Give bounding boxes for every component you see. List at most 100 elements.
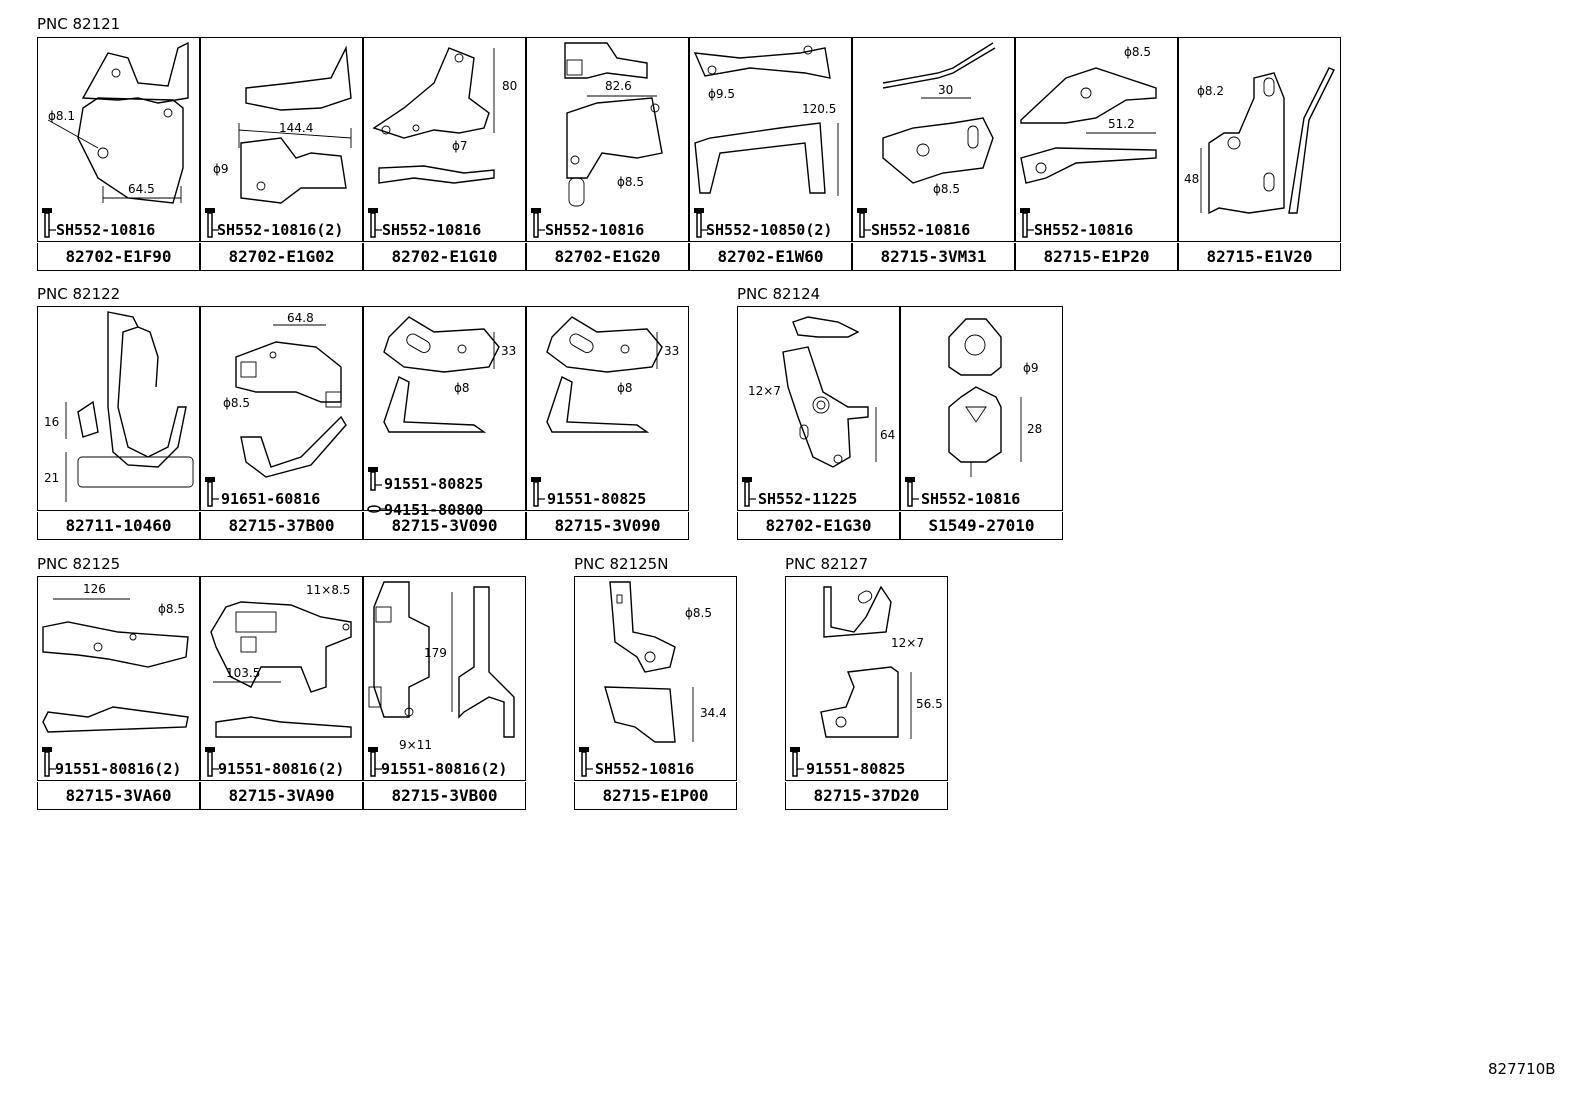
bolt-icon: SH552-10816	[42, 208, 155, 239]
dim-label: 28	[1027, 422, 1042, 436]
dim-label: ϕ8.5	[685, 606, 712, 620]
pnc-82122-title: PNC 82122	[37, 285, 121, 303]
bolt-part-number: 91551-80816(2)	[218, 760, 344, 778]
dim-label: 103.5	[226, 666, 260, 680]
part-number[interactable]: 82702-E1G02	[200, 243, 363, 271]
dim-label: 120.5	[802, 102, 836, 116]
bracket-drawing: 80 ϕ7	[372, 47, 517, 184]
dim-label: 80	[502, 79, 517, 93]
bolt-icon: 91651-60816	[205, 477, 320, 508]
dim-label: 9×11	[399, 738, 432, 752]
bolt-part-number: SH552-11225	[758, 490, 857, 508]
part-cell[interactable]: ϕ8.1 64.5 SH552-10816 82702-E1F90	[37, 37, 200, 271]
bolt-part-number: SH552-10816	[1034, 221, 1133, 239]
bracket-drawing: 64.8 ϕ8.5	[223, 311, 347, 478]
part-number[interactable]: 82715-3V090	[363, 512, 526, 540]
bracket-drawing: 16 21	[44, 311, 194, 502]
bolt-icon: 91551-80825	[790, 747, 905, 778]
part-number[interactable]: 82711-10460	[37, 512, 200, 540]
dim-label: ϕ8	[617, 381, 633, 395]
part-number[interactable]: 82702-E1F90	[37, 243, 200, 271]
part-cell[interactable]: 16 21 82711-10460	[37, 306, 200, 540]
bolt-icon: 91551-80825	[531, 477, 646, 508]
bolt-icon: SH552-10816	[905, 477, 1020, 508]
bracket-drawing: 33 ϕ8	[546, 316, 679, 433]
dim-label: ϕ8.5	[158, 602, 185, 616]
bolt-icon: SH552-10816	[1020, 208, 1133, 239]
part-cell[interactable]: 30 ϕ8.5 SH552-10816 82715-3VM31	[852, 37, 1015, 271]
bolt-icon: SH552-10816	[531, 208, 644, 239]
bracket-drawing: ϕ8.2 48	[1184, 67, 1335, 215]
part-number[interactable]: 82715-3VB00	[363, 782, 526, 810]
part-cell[interactable]: ϕ9.5 120.5 SH552-10850(2) 82702-E1W60	[689, 37, 852, 271]
part-cell[interactable]: 64.8 ϕ8.5 91651-60816 82715-37B00	[200, 306, 363, 540]
dim-label: 33	[501, 344, 516, 358]
bracket-drawing: 126 ϕ8.5	[42, 582, 189, 733]
part-number[interactable]: 82715-E1V20	[1178, 243, 1341, 271]
part-number[interactable]: 82702-E1G20	[526, 243, 689, 271]
part-number[interactable]: 82715-3VM31	[852, 243, 1015, 271]
part-cell[interactable]: 33 ϕ8 91551-80825 94151-80800 82715-3V09…	[363, 306, 526, 540]
dim-label: 34.4	[700, 706, 727, 720]
part-cell[interactable]: 126 ϕ8.5 91551-80816(2) 82715-3VA60	[37, 576, 200, 810]
part-cell[interactable]: ϕ8.5 51.2 SH552-10816 82715-E1P20	[1015, 37, 1178, 271]
dim-label: 12×7	[891, 636, 924, 650]
dim-label: 179	[424, 646, 447, 660]
part-number[interactable]: 82702-E1W60	[689, 243, 852, 271]
bolt-icon: SH552-10816(2)	[205, 208, 343, 239]
bracket-drawing: 30 ϕ8.5	[882, 42, 996, 196]
dim-label: 48	[1184, 172, 1199, 186]
part-cell[interactable]: 144.4 ϕ9 SH552-10816(2) 82702-E1G02	[200, 37, 363, 271]
dim-label: ϕ9	[213, 162, 229, 176]
bolt-part-number: SH552-10816	[871, 221, 970, 239]
part-number[interactable]: 82715-E1P00	[574, 782, 737, 810]
part-cell[interactable]: 12×7 64 SH552-11225 82702-E1G30	[737, 306, 900, 540]
part-cell[interactable]: ϕ8.5 34.4 SH552-10816 82715-E1P00	[574, 576, 737, 810]
part-number[interactable]: 82715-3VA90	[200, 782, 363, 810]
bracket-drawing: ϕ8.1 64.5	[47, 41, 189, 204]
dim-label: 33	[664, 344, 679, 358]
dim-label: 64.5	[128, 182, 155, 196]
dim-label: ϕ9	[1023, 361, 1039, 375]
part-number[interactable]: 82715-37D20	[785, 782, 948, 810]
dim-label: ϕ8.5	[617, 175, 644, 189]
part-cell[interactable]: 11×8.5 103.5 91551-80816(2) 82715-3VA90	[200, 576, 363, 810]
part-number[interactable]: 82715-E1P20	[1015, 243, 1178, 271]
part-number[interactable]: 82702-E1G10	[363, 243, 526, 271]
pnc-82125-title: PNC 82125	[37, 555, 121, 573]
bracket-drawing: 179 9×11	[368, 581, 515, 752]
bolt-part-number: 91551-80825	[547, 490, 646, 508]
part-cell[interactable]: 12×7 56.5 91551-80825 82715-37D20	[785, 576, 948, 810]
part-cell[interactable]: ϕ8.2 48 82715-E1V20	[1178, 37, 1341, 271]
bolt-part-number: SH552-10816	[921, 490, 1020, 508]
bolt-icon: 91551-80816(2)	[368, 747, 507, 778]
bolt-icon: SH552-10816	[368, 208, 481, 239]
bolt-part-number: 94151-80800	[384, 501, 483, 519]
pnc-82124-title: PNC 82124	[737, 285, 821, 303]
bolt-icon: SH552-10816	[579, 747, 694, 778]
part-number[interactable]: 82715-3VA60	[37, 782, 200, 810]
dim-label: 144.4	[279, 121, 313, 135]
bolt-part-number: SH552-10816(2)	[217, 221, 343, 239]
part-number[interactable]: 82715-3V090	[526, 512, 689, 540]
dim-label: 30	[938, 83, 953, 97]
pnc-82127-title: PNC 82127	[785, 555, 869, 573]
bolt-part-number: 91551-80825	[806, 760, 905, 778]
part-cell[interactable]: 179 9×11 91551-80816(2) 82715-3VB00	[363, 576, 526, 810]
bracket-drawing: ϕ8.5 34.4	[604, 581, 727, 743]
bolt-part-number: 91651-60816	[221, 490, 320, 508]
part-cell[interactable]: 33 ϕ8 91551-80825 82715-3V090	[526, 306, 689, 540]
part-cell[interactable]: ϕ9 28 SH552-10816 S1549-27010	[900, 306, 1063, 540]
dim-label: 11×8.5	[306, 583, 350, 597]
dim-label: ϕ8.5	[1124, 45, 1151, 59]
pnc-82121-title: PNC 82121	[37, 15, 121, 33]
dim-label: ϕ8.2	[1197, 84, 1224, 98]
bracket-drawing: ϕ8.5 51.2	[1020, 45, 1157, 184]
part-cell[interactable]: 80 ϕ7 SH552-10816 82702-E1G10	[363, 37, 526, 271]
part-number[interactable]: S1549-27010	[900, 512, 1063, 540]
part-number[interactable]: 82715-37B00	[200, 512, 363, 540]
part-number[interactable]: 82702-E1G30	[737, 512, 900, 540]
bolt-part-number: SH552-10816	[595, 760, 694, 778]
dim-label: ϕ9.5	[708, 87, 735, 101]
part-cell[interactable]: 82.6 ϕ8.5 SH552-10816 82702-E1G20	[526, 37, 689, 271]
